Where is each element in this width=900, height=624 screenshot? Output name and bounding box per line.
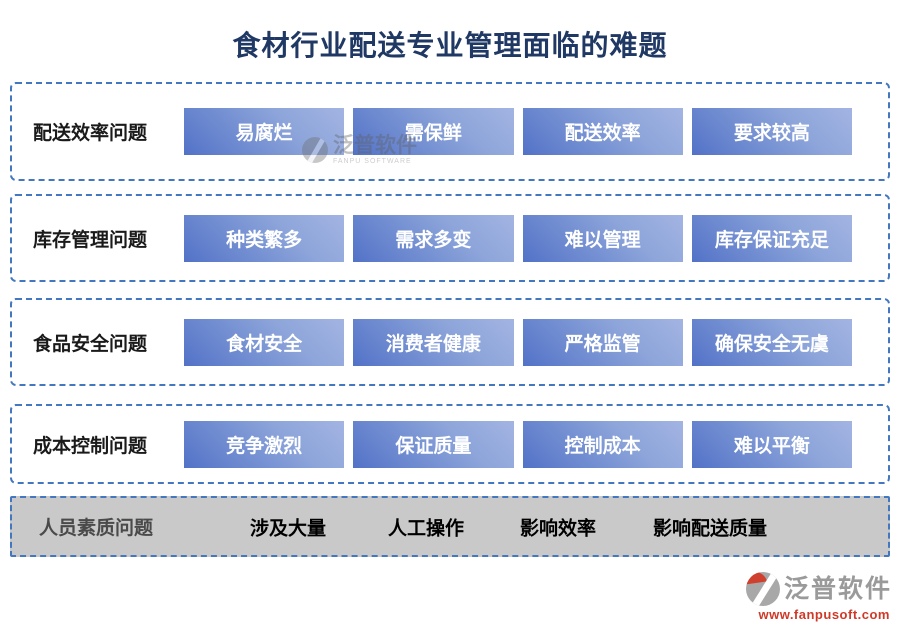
pill-item: 消费者健康	[353, 318, 514, 366]
gray-row-item: 影响效率	[520, 518, 597, 539]
pill-item: 竞争激烈	[184, 420, 345, 468]
pill-item: 库存保证充足	[691, 214, 852, 262]
row-food-safety: 食品安全问题 食材安全 消费者健康 严格监管 确保安全无虞	[10, 298, 890, 386]
gray-row-item: 影响配送质量	[653, 518, 768, 539]
row-inventory-management: 库存管理问题 种类繁多 需求多变 难以管理 库存保证充足	[10, 194, 890, 282]
brand-name: 泛普软件	[783, 574, 892, 603]
row-cost-control: 成本控制问题 竞争激烈 保证质量 控制成本 难以平衡	[10, 404, 890, 484]
pill-group: 竞争激烈 保证质量 控制成本 难以平衡	[184, 420, 852, 468]
pill-item: 严格监管	[522, 318, 683, 366]
brand-url: www.fanpusoft.com	[758, 607, 890, 622]
pill-item: 控制成本	[522, 420, 683, 468]
row-label: 配送效率问题	[33, 123, 148, 144]
row-label: 食品安全问题	[33, 333, 148, 355]
pill-item: 保证质量	[353, 420, 514, 468]
pill-item: 要求较高	[691, 108, 852, 155]
gray-row-item: 涉及大量	[250, 518, 327, 539]
pill-item: 需保鲜	[353, 108, 514, 155]
row-label: 库存管理问题	[33, 229, 148, 251]
pill-item: 确保安全无虞	[691, 318, 852, 366]
pill-group: 易腐烂 需保鲜 配送效率 要求较高	[184, 108, 852, 155]
row-label: 人员素质问题	[39, 518, 154, 539]
pill-item: 难以平衡	[691, 420, 852, 468]
row-label: 成本控制问题	[33, 435, 148, 457]
fanpu-logo-icon	[745, 572, 780, 606]
pill-item: 易腐烂	[184, 108, 345, 155]
row-personnel-quality: 人员素质问题 涉及大量 人工操作 影响效率 影响配送质量	[10, 496, 890, 557]
pill-group: 食材安全 消费者健康 严格监管 确保安全无虞	[184, 318, 852, 366]
pill-item: 种类繁多	[184, 214, 345, 262]
brand-logo: 泛普软件 www.fanpusoft.com	[745, 572, 892, 622]
pill-group: 种类繁多 需求多变 难以管理 库存保证充足	[184, 214, 852, 262]
pill-item: 需求多变	[353, 214, 514, 262]
row-delivery-efficiency: 配送效率问题 易腐烂 需保鲜 配送效率 要求较高	[10, 82, 890, 181]
pill-item: 食材安全	[184, 318, 345, 366]
gray-row-item: 人工操作	[388, 518, 465, 539]
pill-item: 难以管理	[522, 214, 683, 262]
pill-item: 配送效率	[522, 108, 683, 155]
page-title: 食材行业配送专业管理面临的难题	[232, 30, 668, 61]
